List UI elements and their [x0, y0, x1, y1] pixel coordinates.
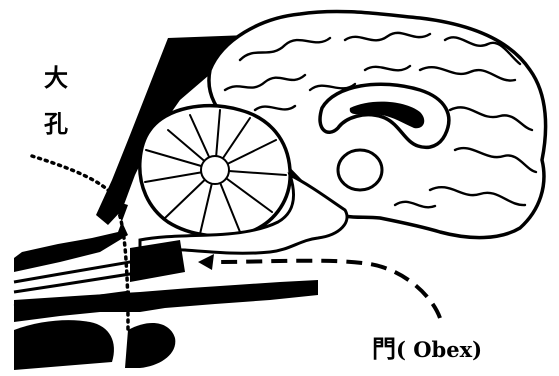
obex-label: 門( Obex) [372, 329, 482, 364]
vertebra-block [14, 320, 114, 370]
vertebra-block-2 [125, 323, 175, 368]
obex-label-latin: ( Obex) [396, 337, 482, 362]
obex-arrowhead [198, 254, 214, 270]
foramen-label-char-2: 孔 [44, 104, 68, 139]
foramen-label-char-1: 大 [44, 58, 68, 93]
thalamus [338, 150, 382, 190]
obex-label-char: 門 [372, 335, 396, 363]
